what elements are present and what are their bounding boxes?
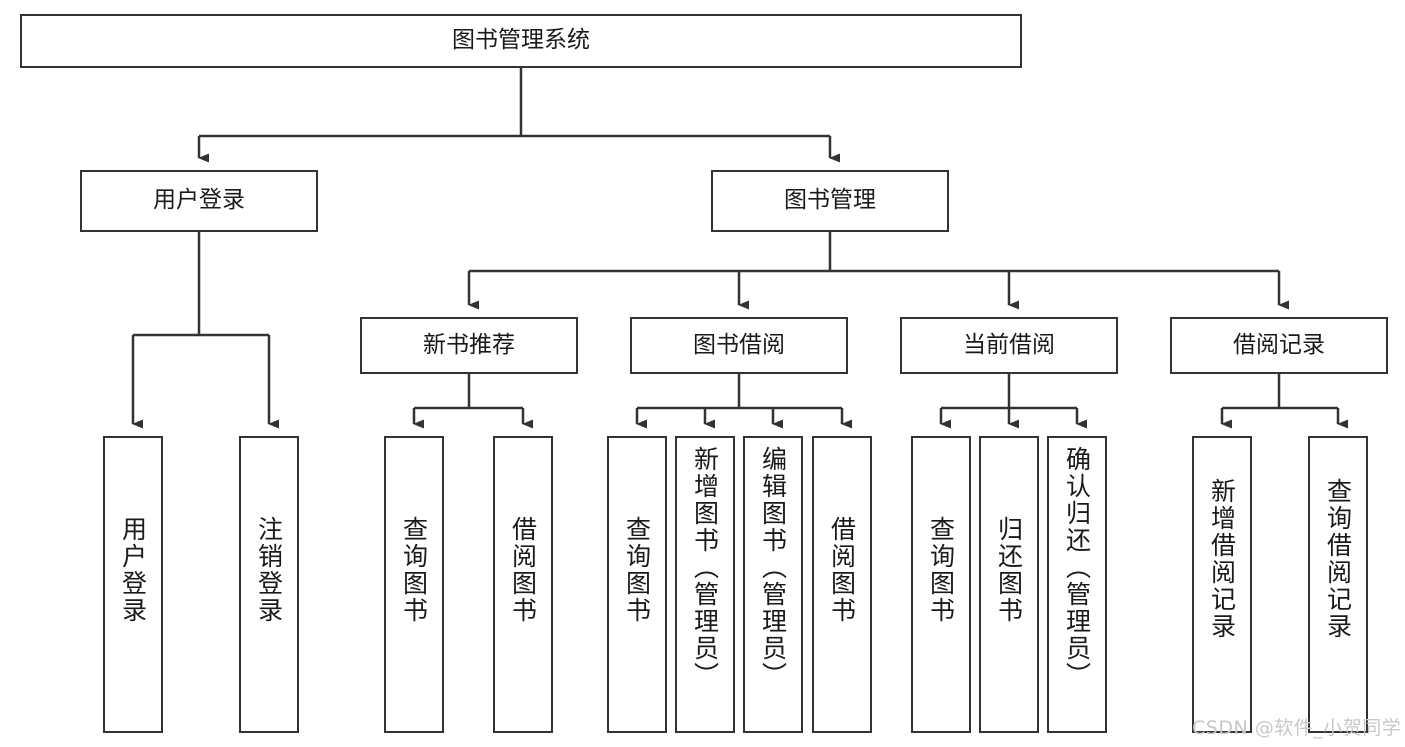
node-root[interactable]: 图书管理系统 bbox=[20, 14, 1022, 68]
leaf-query-book-2[interactable]: 查询图书 bbox=[607, 436, 667, 733]
leaf-query-record[interactable]: 查询借阅记录 bbox=[1308, 436, 1368, 733]
node-book-manage-label: 图书管理 bbox=[784, 187, 876, 214]
leaf-add-book-label: 新增图书（管理员） bbox=[690, 446, 720, 689]
leaf-query-book-3[interactable]: 查询图书 bbox=[911, 436, 971, 733]
node-book-borrow[interactable]: 图书借阅 bbox=[630, 317, 848, 374]
node-user-login[interactable]: 用户登录 bbox=[80, 170, 318, 232]
leaf-return-book-label: 归还图书 bbox=[994, 516, 1024, 624]
leaf-return-book[interactable]: 归还图书 bbox=[979, 436, 1039, 733]
leaf-borrow-book-1-label: 借阅图书 bbox=[508, 516, 538, 624]
leaf-edit-book-label: 编辑图书（管理员） bbox=[758, 446, 788, 689]
leaf-query-book-2-label: 查询图书 bbox=[622, 516, 652, 624]
leaf-borrow-book-2-label: 借阅图书 bbox=[827, 516, 857, 624]
leaf-add-record[interactable]: 新增借阅记录 bbox=[1192, 436, 1252, 733]
node-current-borrow[interactable]: 当前借阅 bbox=[900, 317, 1118, 374]
leaf-borrow-book-2[interactable]: 借阅图书 bbox=[812, 436, 872, 733]
node-user-login-label: 用户登录 bbox=[153, 187, 245, 214]
node-book-manage[interactable]: 图书管理 bbox=[711, 170, 949, 232]
node-new-book-recommend-label: 新书推荐 bbox=[423, 331, 515, 358]
leaf-edit-book[interactable]: 编辑图书（管理员） bbox=[743, 436, 803, 733]
node-borrow-record-label: 借阅记录 bbox=[1233, 331, 1325, 358]
node-book-borrow-label: 图书借阅 bbox=[693, 331, 785, 358]
leaf-confirm-return-label: 确认归还（管理员） bbox=[1062, 446, 1092, 689]
leaf-logout-login[interactable]: 注销登录 bbox=[239, 436, 299, 733]
leaf-user-login-label: 用户登录 bbox=[118, 516, 148, 624]
leaf-query-book-1-label: 查询图书 bbox=[399, 516, 429, 624]
node-root-label: 图书管理系统 bbox=[452, 27, 590, 54]
leaf-query-record-label: 查询借阅记录 bbox=[1323, 478, 1353, 640]
leaf-borrow-book-1[interactable]: 借阅图书 bbox=[493, 436, 553, 733]
leaf-query-book-3-label: 查询图书 bbox=[926, 516, 956, 624]
leaf-query-book-1[interactable]: 查询图书 bbox=[384, 436, 444, 733]
node-new-book-recommend[interactable]: 新书推荐 bbox=[360, 317, 578, 374]
leaf-user-login[interactable]: 用户登录 bbox=[103, 436, 163, 733]
csdn-watermark: CSDN @软件_小贺同学 bbox=[1192, 717, 1402, 739]
leaf-logout-login-label: 注销登录 bbox=[254, 516, 284, 624]
node-current-borrow-label: 当前借阅 bbox=[963, 331, 1055, 358]
leaf-add-record-label: 新增借阅记录 bbox=[1207, 478, 1237, 640]
leaf-add-book[interactable]: 新增图书（管理员） bbox=[675, 436, 735, 733]
node-borrow-record[interactable]: 借阅记录 bbox=[1170, 317, 1388, 374]
leaf-confirm-return[interactable]: 确认归还（管理员） bbox=[1047, 436, 1107, 733]
